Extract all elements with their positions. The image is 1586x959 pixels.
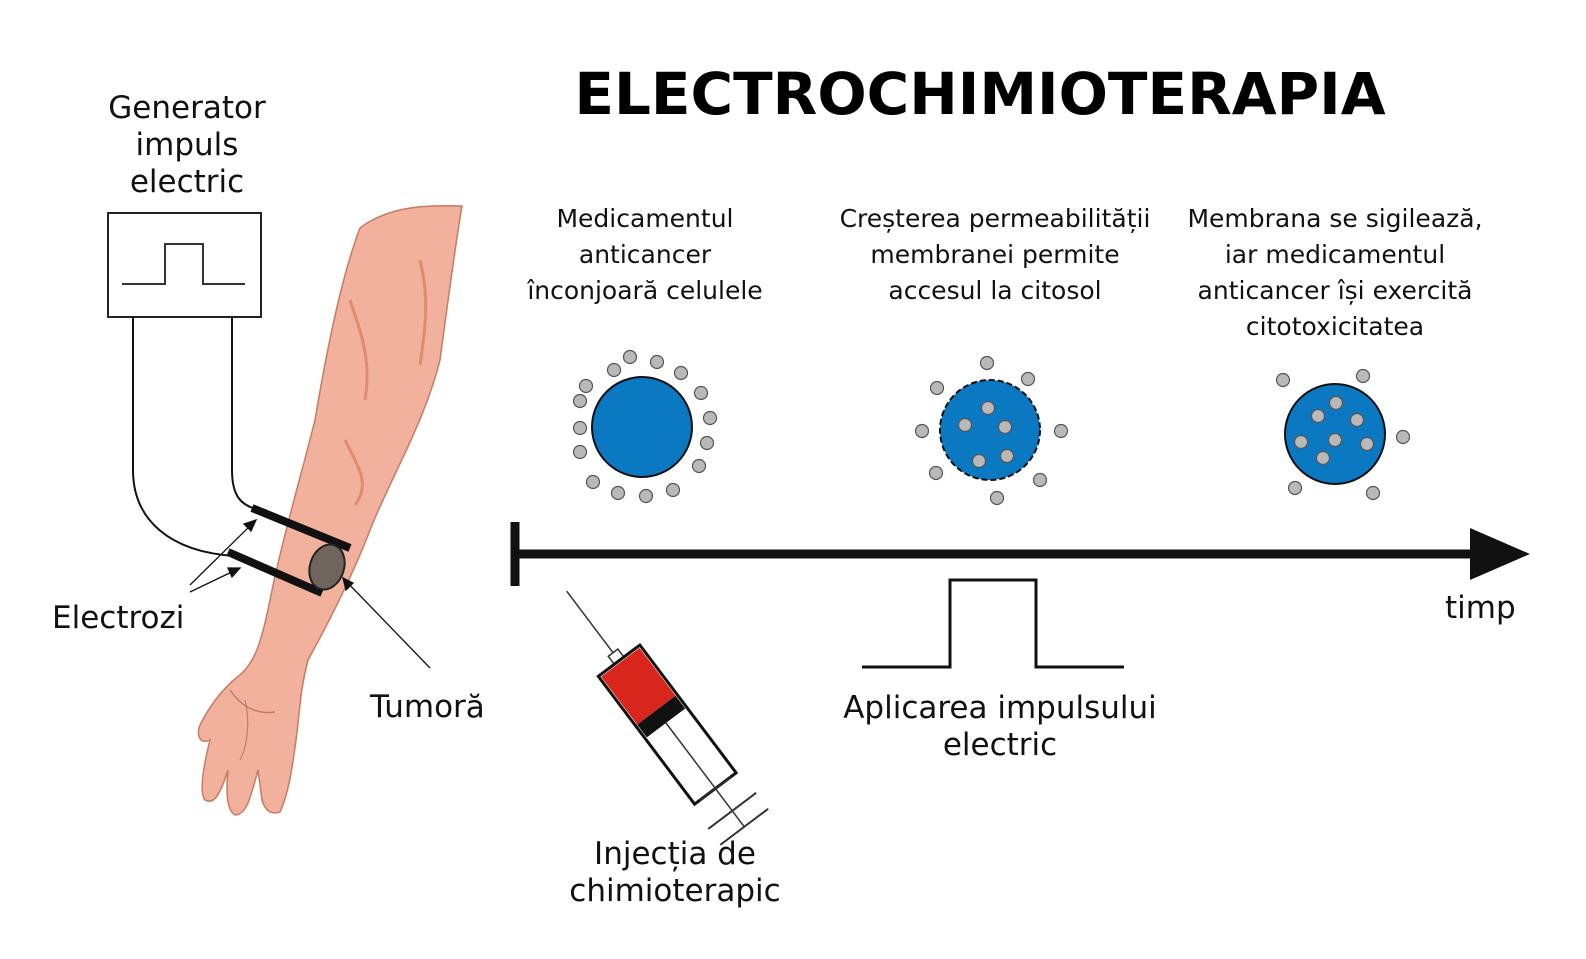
generator-label-line: Generator xyxy=(108,90,266,126)
cell-stage-1 xyxy=(572,349,718,504)
stage-caption-line: Medicamentul xyxy=(556,204,734,233)
stage-caption-line: accesul la citosol xyxy=(888,276,1102,305)
pulse-label-line: electric xyxy=(942,727,1058,763)
electrode-wires xyxy=(132,317,261,557)
time-label: timp xyxy=(1445,590,1516,626)
stage-caption-line: Membrana se sigilează, xyxy=(1187,204,1483,233)
stage-caption-line: membranei permite xyxy=(870,240,1120,269)
tumor-label: Tumoră xyxy=(370,689,485,725)
generator-label: Generator impuls electric xyxy=(92,90,282,201)
cell-stage-3 xyxy=(1275,368,1411,501)
page-title: ELECTROCHIMIOTERAPIA xyxy=(574,60,1386,128)
arm-illustration xyxy=(197,204,463,816)
stage-caption-line: anticancer își exercită xyxy=(1197,276,1473,305)
injection-label-line: chimioterapic xyxy=(569,873,781,909)
stage-caption-line: anticancer xyxy=(578,240,712,269)
pointer-arrows xyxy=(189,518,431,669)
stage-caption-line: Creșterea permeabilității xyxy=(839,204,1151,233)
syringe-icon xyxy=(566,590,769,846)
injection-label-line: Injecția de xyxy=(594,836,756,872)
stage-1-caption: Medicamentul anticancer înconjoară celul… xyxy=(510,201,780,309)
timeline-axis xyxy=(510,522,1530,586)
stage-caption-line: înconjoară celulele xyxy=(527,276,763,305)
stage-2-caption: Creșterea permeabilității membranei perm… xyxy=(835,201,1155,309)
generator-label-line: impuls xyxy=(135,127,239,163)
cell-stage-2 xyxy=(914,355,1069,506)
generator-pulse-icon xyxy=(122,243,245,285)
injection-label: Injecția de chimioterapic xyxy=(545,836,805,910)
tumor-mass xyxy=(308,543,346,591)
generator-box xyxy=(107,212,262,318)
timeline-arrowhead-icon xyxy=(1470,528,1530,580)
electrodes-label: Electrozi xyxy=(52,600,185,636)
drug-particles-mixed xyxy=(914,355,1069,506)
pulse-label: Aplicarea impulsului electric xyxy=(820,690,1180,764)
drug-particles-outside xyxy=(572,349,718,504)
pulse-label-line: Aplicarea impulsului xyxy=(843,690,1157,726)
drug-particles-inside xyxy=(1275,368,1411,501)
electrode-plates xyxy=(226,504,352,597)
electric-pulse-icon xyxy=(862,578,1124,669)
generator-label-line: electric xyxy=(129,164,245,200)
stage-caption-line: iar medicamentul xyxy=(1224,240,1446,269)
stage-3-caption: Membrana se sigilează, iar medicamentul … xyxy=(1180,201,1490,345)
stage-caption-line: citotoxicitatea xyxy=(1245,312,1425,341)
